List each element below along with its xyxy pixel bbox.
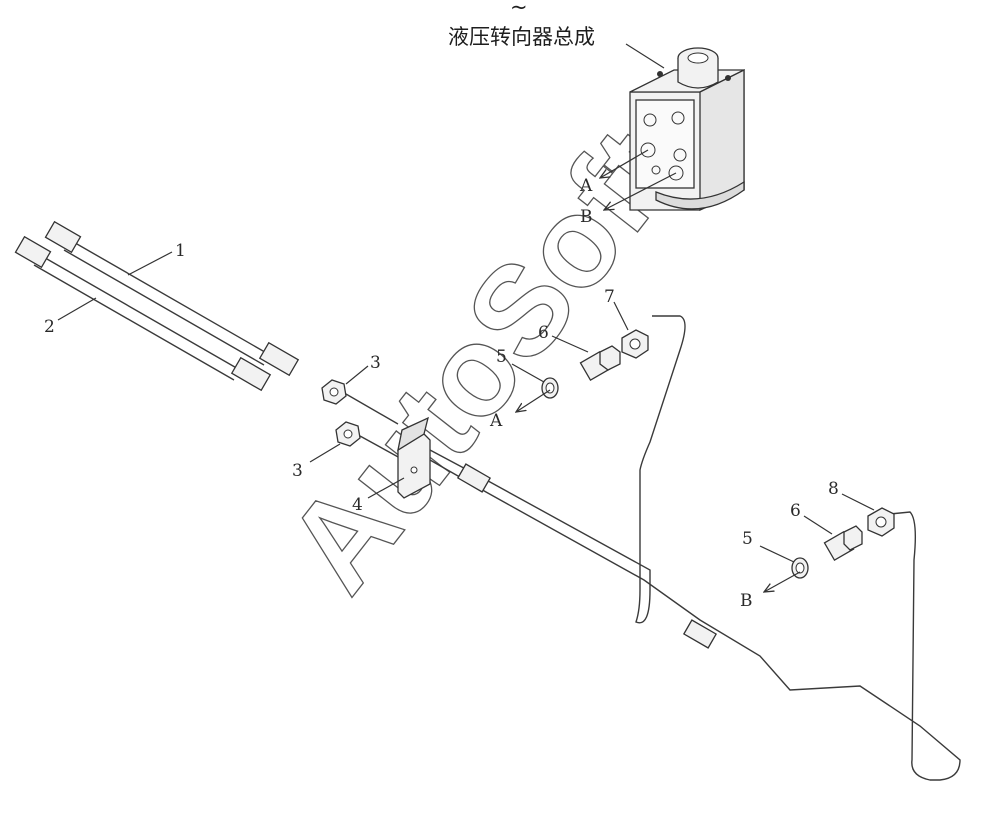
port-b-arrow-bottom <box>764 571 801 592</box>
title-leader <box>625 43 665 69</box>
steering-unit <box>629 47 745 212</box>
callout-4-leader <box>367 477 405 499</box>
callout-2-leader <box>57 297 97 321</box>
callout-3a-leader <box>345 365 369 385</box>
callout-4: 4 <box>352 495 363 515</box>
main-pipe-lower <box>429 459 961 781</box>
callout-3b-leader <box>309 443 341 463</box>
port-a-arrow-top <box>600 149 649 178</box>
callout-5-lower: 5 <box>742 529 753 549</box>
nut-7 <box>621 329 649 359</box>
connector-6b <box>823 525 863 562</box>
nut-8 <box>867 507 895 537</box>
bracket <box>397 416 431 499</box>
callout-1: 1 <box>175 241 186 261</box>
hose-2 <box>14 235 272 392</box>
callout-5-upper: 5 <box>496 347 507 367</box>
callout-3-upper: 3 <box>370 353 381 373</box>
assembly-title: 液压转向器总成 <box>448 25 595 49</box>
callout-3-lower: 3 <box>292 461 303 481</box>
callout-6a-leader <box>551 335 589 353</box>
port-a-arrow-bottom <box>516 389 551 412</box>
nut-lower <box>335 421 361 447</box>
callout-2: 2 <box>44 317 55 337</box>
callout-1-leader <box>127 251 173 276</box>
callout-8: 8 <box>828 479 839 499</box>
callout-7: 7 <box>604 287 615 307</box>
callout-6-upper: 6 <box>538 323 549 343</box>
callout-5a-leader <box>511 363 545 383</box>
callout-8-leader <box>841 493 875 511</box>
hose-1 <box>44 220 300 377</box>
callout-6b-leader <box>803 515 833 535</box>
port-b-label-bottom: B <box>740 591 753 611</box>
port-a-label-top: A <box>579 176 593 196</box>
connector-6a <box>579 345 621 382</box>
main-pipe-upper <box>429 315 686 624</box>
port-b-arrow-top <box>604 172 677 210</box>
port-a-label-bottom: A <box>489 411 503 431</box>
callout-5b-leader <box>759 545 795 563</box>
pipe-coupling-1 <box>456 463 492 493</box>
nut-upper <box>321 379 347 405</box>
callout-6-lower: 6 <box>790 501 801 521</box>
pipe-coupling-2 <box>682 619 718 649</box>
port-b-label-top: B <box>580 207 593 227</box>
callout-7-leader <box>613 301 629 331</box>
title-mark: ~ <box>510 0 528 19</box>
